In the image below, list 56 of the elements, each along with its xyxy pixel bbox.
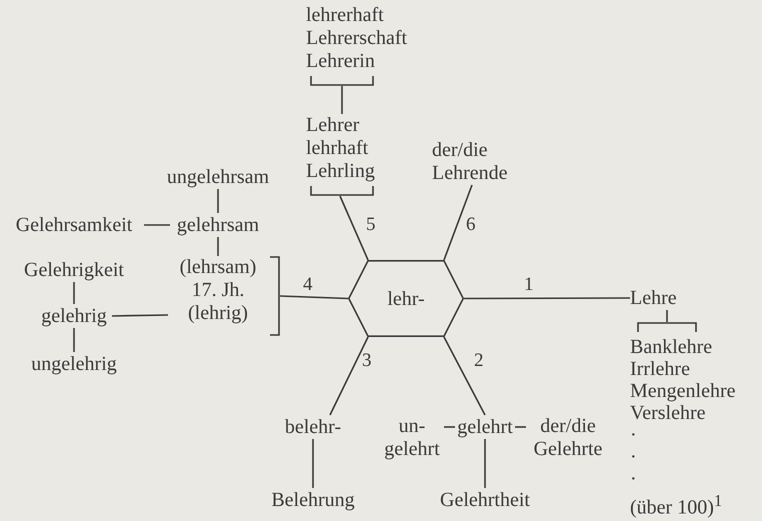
- word-text: der/die Gelehrte: [526, 415, 610, 461]
- word-text: (lehrig): [188, 302, 248, 325]
- word-text: gelehrt: [455, 415, 515, 439]
- word-text: Gelehrsamkeit: [4, 213, 144, 237]
- word-text: ungelehrsam: [160, 165, 276, 189]
- connector-line: [484, 439, 486, 488]
- connector-line: [73, 282, 75, 304]
- word-text: Mengenlehre: [630, 380, 736, 402]
- connector-line: [515, 426, 526, 428]
- word-text: Lehre: [630, 286, 686, 310]
- word-text: Lehrling: [306, 160, 375, 183]
- word-text: un- gelehrt: [380, 415, 444, 461]
- edge-label: 4: [303, 274, 312, 296]
- connector-line: [464, 297, 630, 300]
- word-text: gelehrsam: [170, 213, 266, 237]
- word-text: Gelehrtheit: [430, 488, 540, 512]
- word-text: ·: [630, 424, 637, 446]
- edge-label: 6: [466, 214, 476, 236]
- word-text: Verslehre: [630, 402, 706, 424]
- word-text: ungelehrig: [22, 352, 126, 376]
- word-text: lehrhaft: [306, 137, 368, 160]
- connector-line: [312, 439, 314, 488]
- word-text: ·: [630, 446, 637, 468]
- edge-label: 5: [366, 214, 376, 236]
- word-text: gelehrig: [36, 304, 112, 328]
- word-text: ·: [630, 468, 637, 490]
- word-text: belehr-: [280, 415, 346, 439]
- connector-line: [443, 336, 486, 416]
- edge-label: 1: [524, 274, 534, 296]
- word-text: Lehrerschaft: [306, 27, 408, 50]
- connector-line: [329, 336, 369, 416]
- connector-line: [443, 184, 473, 260]
- word-text: 17. Jh.: [192, 279, 244, 302]
- connector-line: [666, 310, 668, 322]
- connector-line: [112, 314, 168, 317]
- word-text: Belehrung: [261, 488, 365, 512]
- word-text: Banklehre: [630, 336, 712, 358]
- connector-line: [73, 328, 75, 352]
- connector-line: [217, 237, 219, 256]
- word-text: Gelehrigkeit: [14, 258, 134, 282]
- connector-line: [341, 86, 343, 114]
- word-text: Lehrer: [306, 114, 360, 137]
- word-text: Irrlehre: [630, 358, 690, 380]
- connector-line: [217, 189, 219, 213]
- word-text: lehr-: [387, 286, 425, 310]
- edge-label: 3: [362, 350, 372, 372]
- connector-line: [444, 426, 455, 428]
- edge-label: 2: [474, 350, 484, 372]
- word-text: lehrerhaft: [306, 4, 384, 27]
- word-text: (über 100)$^{1}$: [630, 490, 722, 519]
- connector-line: [144, 224, 170, 226]
- connector-line: [339, 196, 369, 260]
- word-text: (lehrsam): [180, 256, 256, 279]
- word-text: der/die Lehrende: [432, 139, 524, 185]
- connector-line: [280, 295, 348, 300]
- word-text: Lehrerin: [306, 50, 375, 73]
